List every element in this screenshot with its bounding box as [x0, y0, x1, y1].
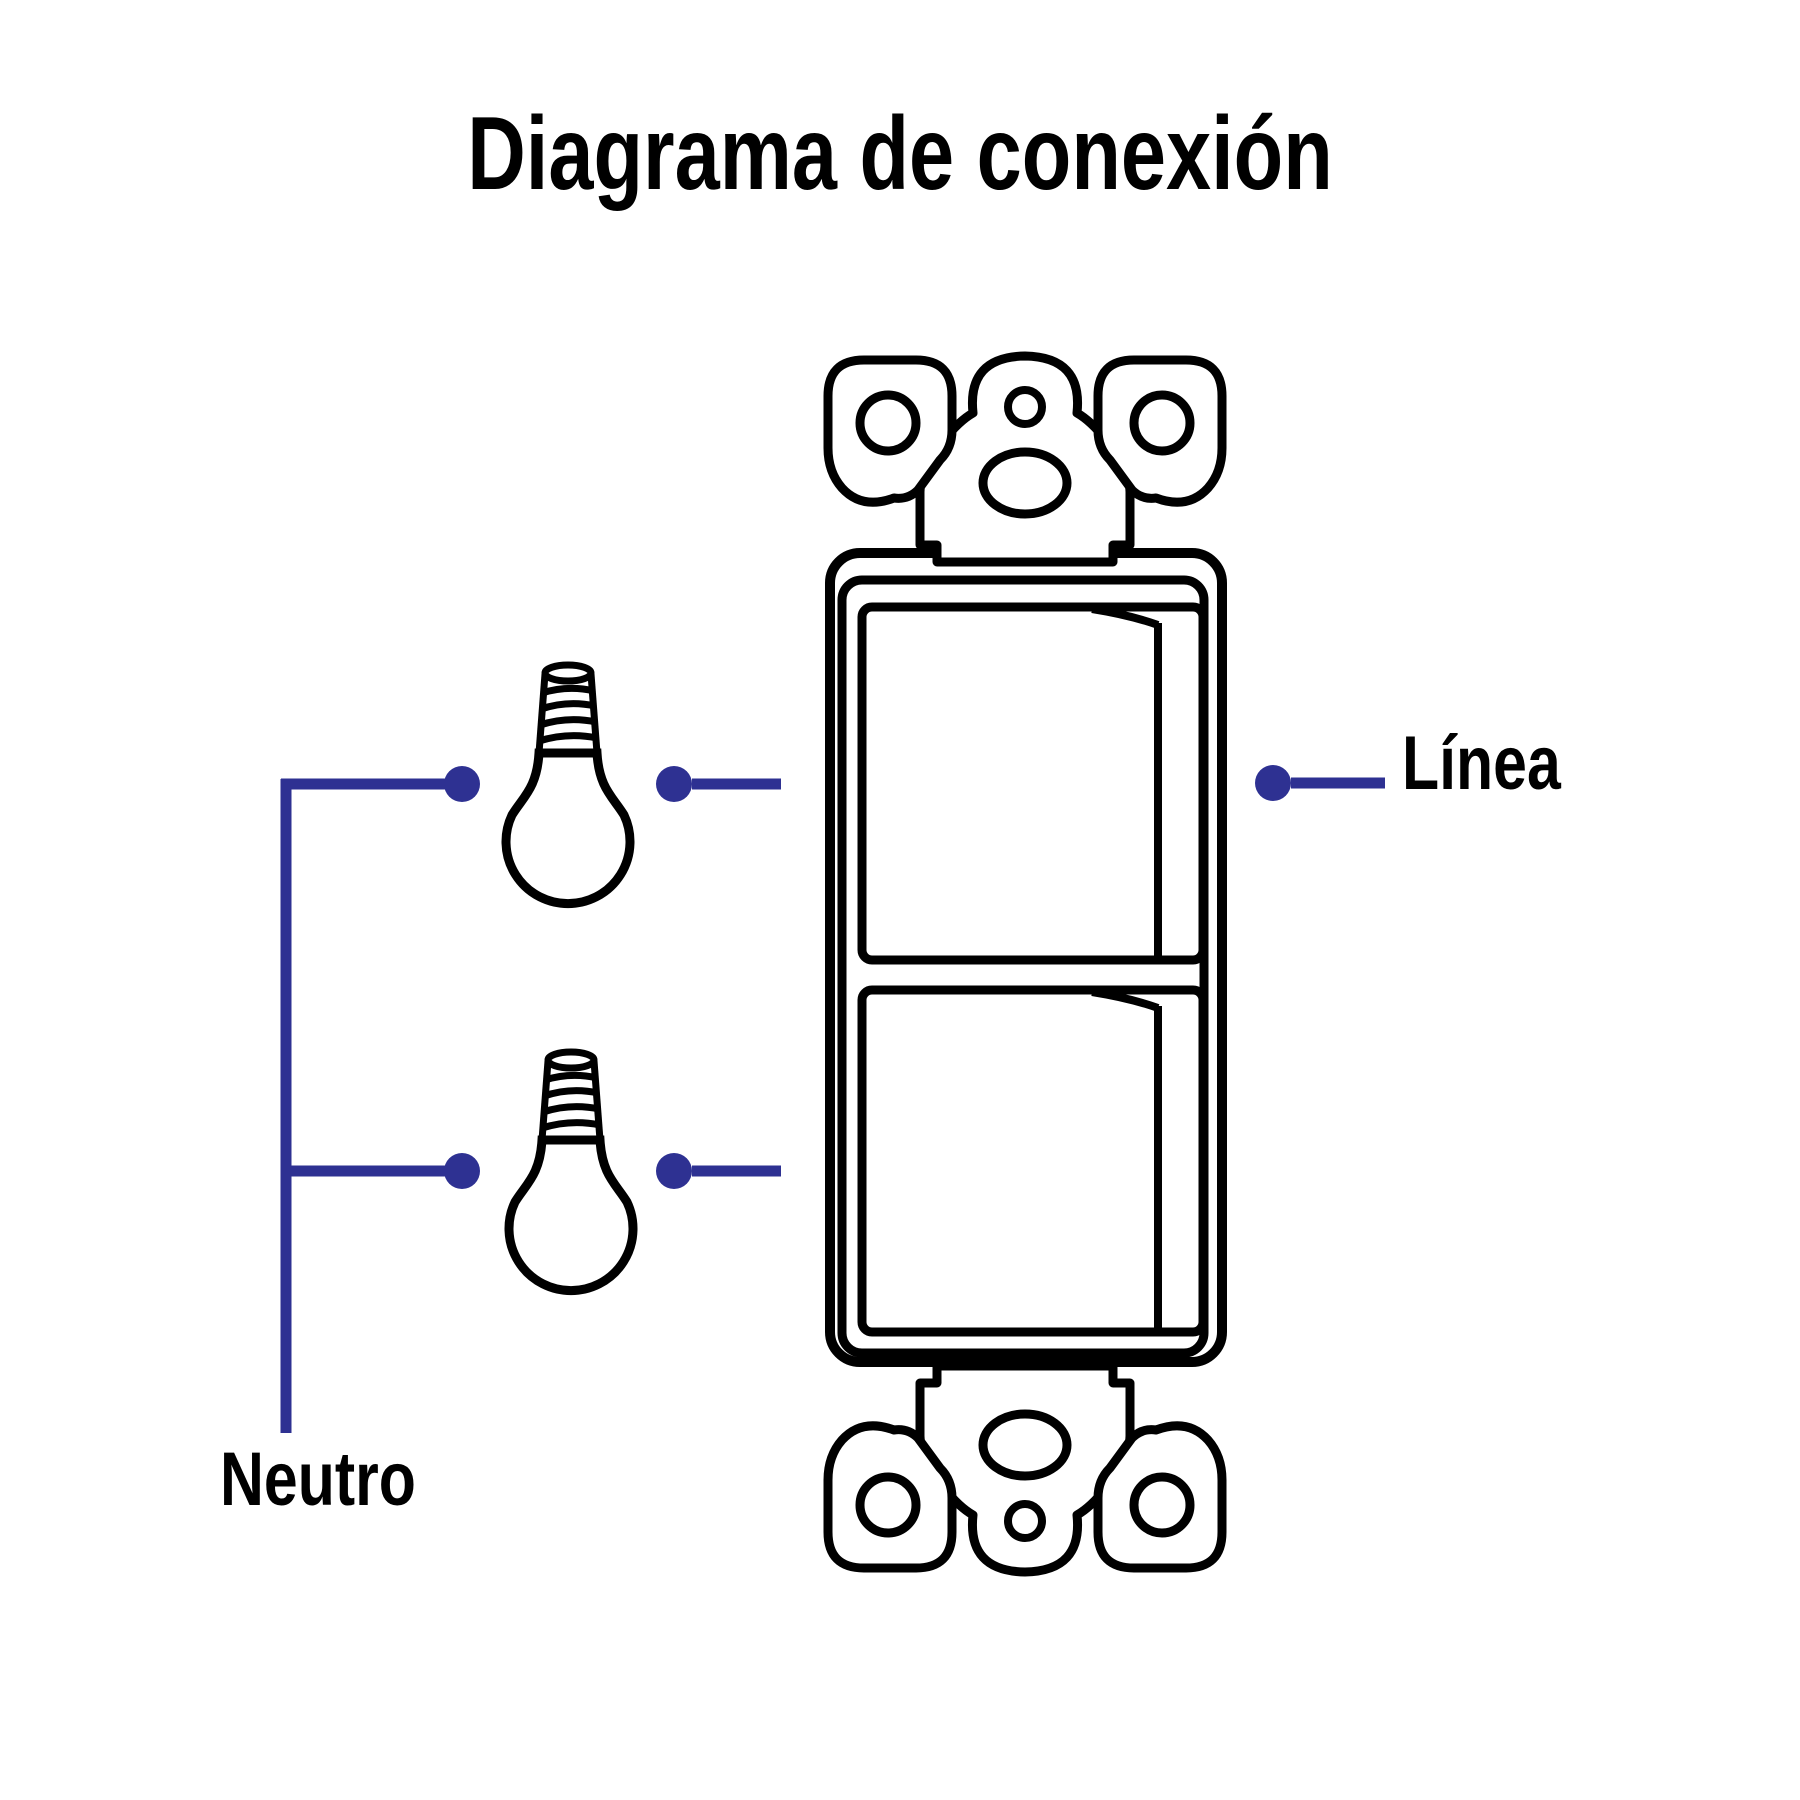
- junction-dot: [444, 1153, 480, 1189]
- junction-dot: [656, 1153, 692, 1189]
- mounting-strap-top: [828, 356, 1222, 562]
- rocker-2-bevel: [1091, 988, 1160, 1012]
- line-label: Línea: [1402, 721, 1561, 806]
- bulb-icon-2: [509, 1052, 633, 1291]
- rocker-1: [857, 602, 1208, 965]
- neutral-label: Neutro: [220, 1437, 416, 1522]
- double-switch: [828, 356, 1227, 1572]
- rocker-2: [857, 985, 1208, 1337]
- mounting-strap-bottom: [828, 1366, 1222, 1572]
- switch-body-inner: [837, 575, 1209, 1358]
- junction-dot: [444, 766, 480, 802]
- page-title: Diagrama de conexión: [467, 96, 1333, 212]
- junction-dot: [656, 766, 692, 802]
- rocker-1-bevel: [1091, 605, 1160, 629]
- junction-dot: [1255, 765, 1291, 801]
- wire-network: [280, 765, 1385, 1433]
- bulb-icon-1: [506, 665, 630, 904]
